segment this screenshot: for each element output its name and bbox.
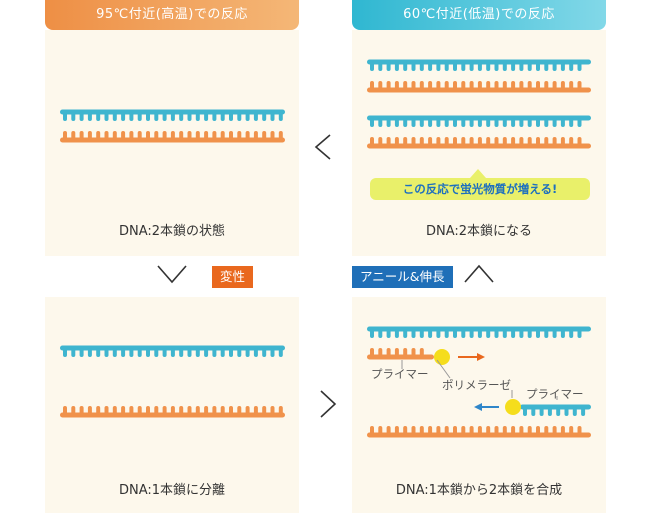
caption-becomes-double: DNA:2本鎖になる (425, 224, 533, 239)
caption-double-strand: DNA:2本鎖の状態 (118, 224, 226, 239)
primer-label-1: プライマー (371, 367, 429, 381)
orange-strand-tr-2 (367, 137, 591, 149)
header-low-temp: 60℃付近(低温)での反応 (352, 0, 606, 30)
blue-primer-br (520, 404, 591, 416)
orange-strand-br (367, 426, 591, 438)
polymerase-circle-1 (434, 349, 450, 365)
blue-strand-tl (60, 109, 285, 121)
fluorescence-note: この反応で蛍光物質が増える! (370, 178, 590, 200)
orange-strand-tl (60, 131, 285, 143)
caption-separated: DNA:1本鎖に分離 (118, 483, 226, 498)
polymerase-circle-2 (505, 399, 521, 415)
dna-strands (60, 59, 591, 438)
anneal-extend-tag: アニール&伸長 (352, 266, 453, 288)
arrow-left-icon (314, 134, 331, 160)
extend-arrow-right-icon (458, 353, 485, 361)
note-pointer (470, 169, 486, 178)
blue-strand-br (367, 326, 591, 338)
orange-strand-tr-1 (367, 81, 591, 93)
polymerase-leader (436, 359, 451, 379)
panel-separated: DNA:1本鎖に分離 (45, 297, 299, 513)
header-high-temp: 95℃付近(高温)での反応 (45, 0, 299, 30)
denature-tag: 変性 (212, 266, 254, 288)
blue-strand-tr-1 (367, 59, 591, 71)
blue-strand-tr-2 (367, 115, 591, 127)
arrow-down-icon (157, 265, 187, 284)
extend-arrow-left-icon (474, 403, 499, 411)
arrow-up-icon (464, 264, 494, 283)
arrow-right-icon (320, 390, 337, 418)
panel-double-strand: DNA:2本鎖の状態 (45, 30, 299, 256)
orange-strand-bl (60, 406, 285, 418)
polymerase-label: ポリメラーゼ (442, 378, 511, 392)
caption-synthesis: DNA:1本鎖から2本鎖を合成 (395, 483, 563, 498)
blue-strand-bl (60, 345, 285, 357)
orange-primer-br (367, 348, 434, 360)
primer-label-2: プライマー (526, 387, 584, 401)
